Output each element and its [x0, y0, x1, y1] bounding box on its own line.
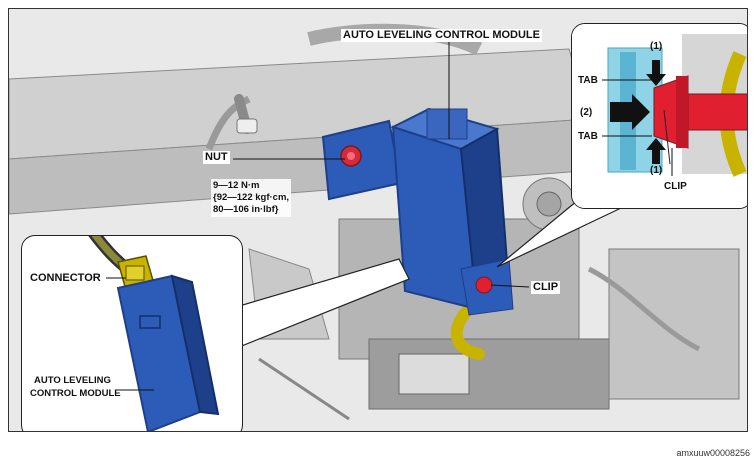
- module-label-top: AUTO LEVELING CONTROL MODULE: [341, 29, 542, 42]
- torque-line-3: 80—106 in·lbf}: [213, 204, 279, 215]
- torque-line-1: 9—12 N·m: [213, 180, 260, 191]
- step-1-lower-label: (1): [650, 165, 663, 176]
- torque-spec: 9—12 N·m {92—122 kgf·cm, 80—106 in·lbf}: [211, 179, 292, 217]
- module-label-inset-1: AUTO LEVELING: [34, 375, 111, 386]
- clip-detail-illustration: [572, 24, 747, 208]
- torque-line-2: {92—122 kgf·cm,: [213, 192, 290, 203]
- connector-label: CONNECTOR: [30, 272, 101, 284]
- module-label-inset-2: CONTROL MODULE: [30, 388, 121, 399]
- clip-inset-label: CLIP: [664, 181, 687, 192]
- step-2-label: (2): [580, 107, 593, 118]
- diagram-frame: AUTO LEVELING CONTROL MODULE NUT 9—12 N·…: [8, 8, 748, 432]
- clip-detail-inset: (1) TAB (2) TAB (1) CLIP: [571, 23, 747, 209]
- nut-label: NUT: [203, 151, 230, 164]
- clip-label: CLIP: [531, 281, 561, 294]
- tab-lower-label: TAB: [578, 131, 598, 142]
- tab-upper-label: TAB: [578, 75, 598, 86]
- step-1-upper-label: (1): [650, 41, 663, 52]
- connector-detail-illustration: [88, 236, 220, 431]
- connector-detail-inset: CONNECTOR AUTO LEVELING CONTROL MODULE: [21, 235, 243, 431]
- figure-id: amxuuw00008256: [676, 448, 750, 458]
